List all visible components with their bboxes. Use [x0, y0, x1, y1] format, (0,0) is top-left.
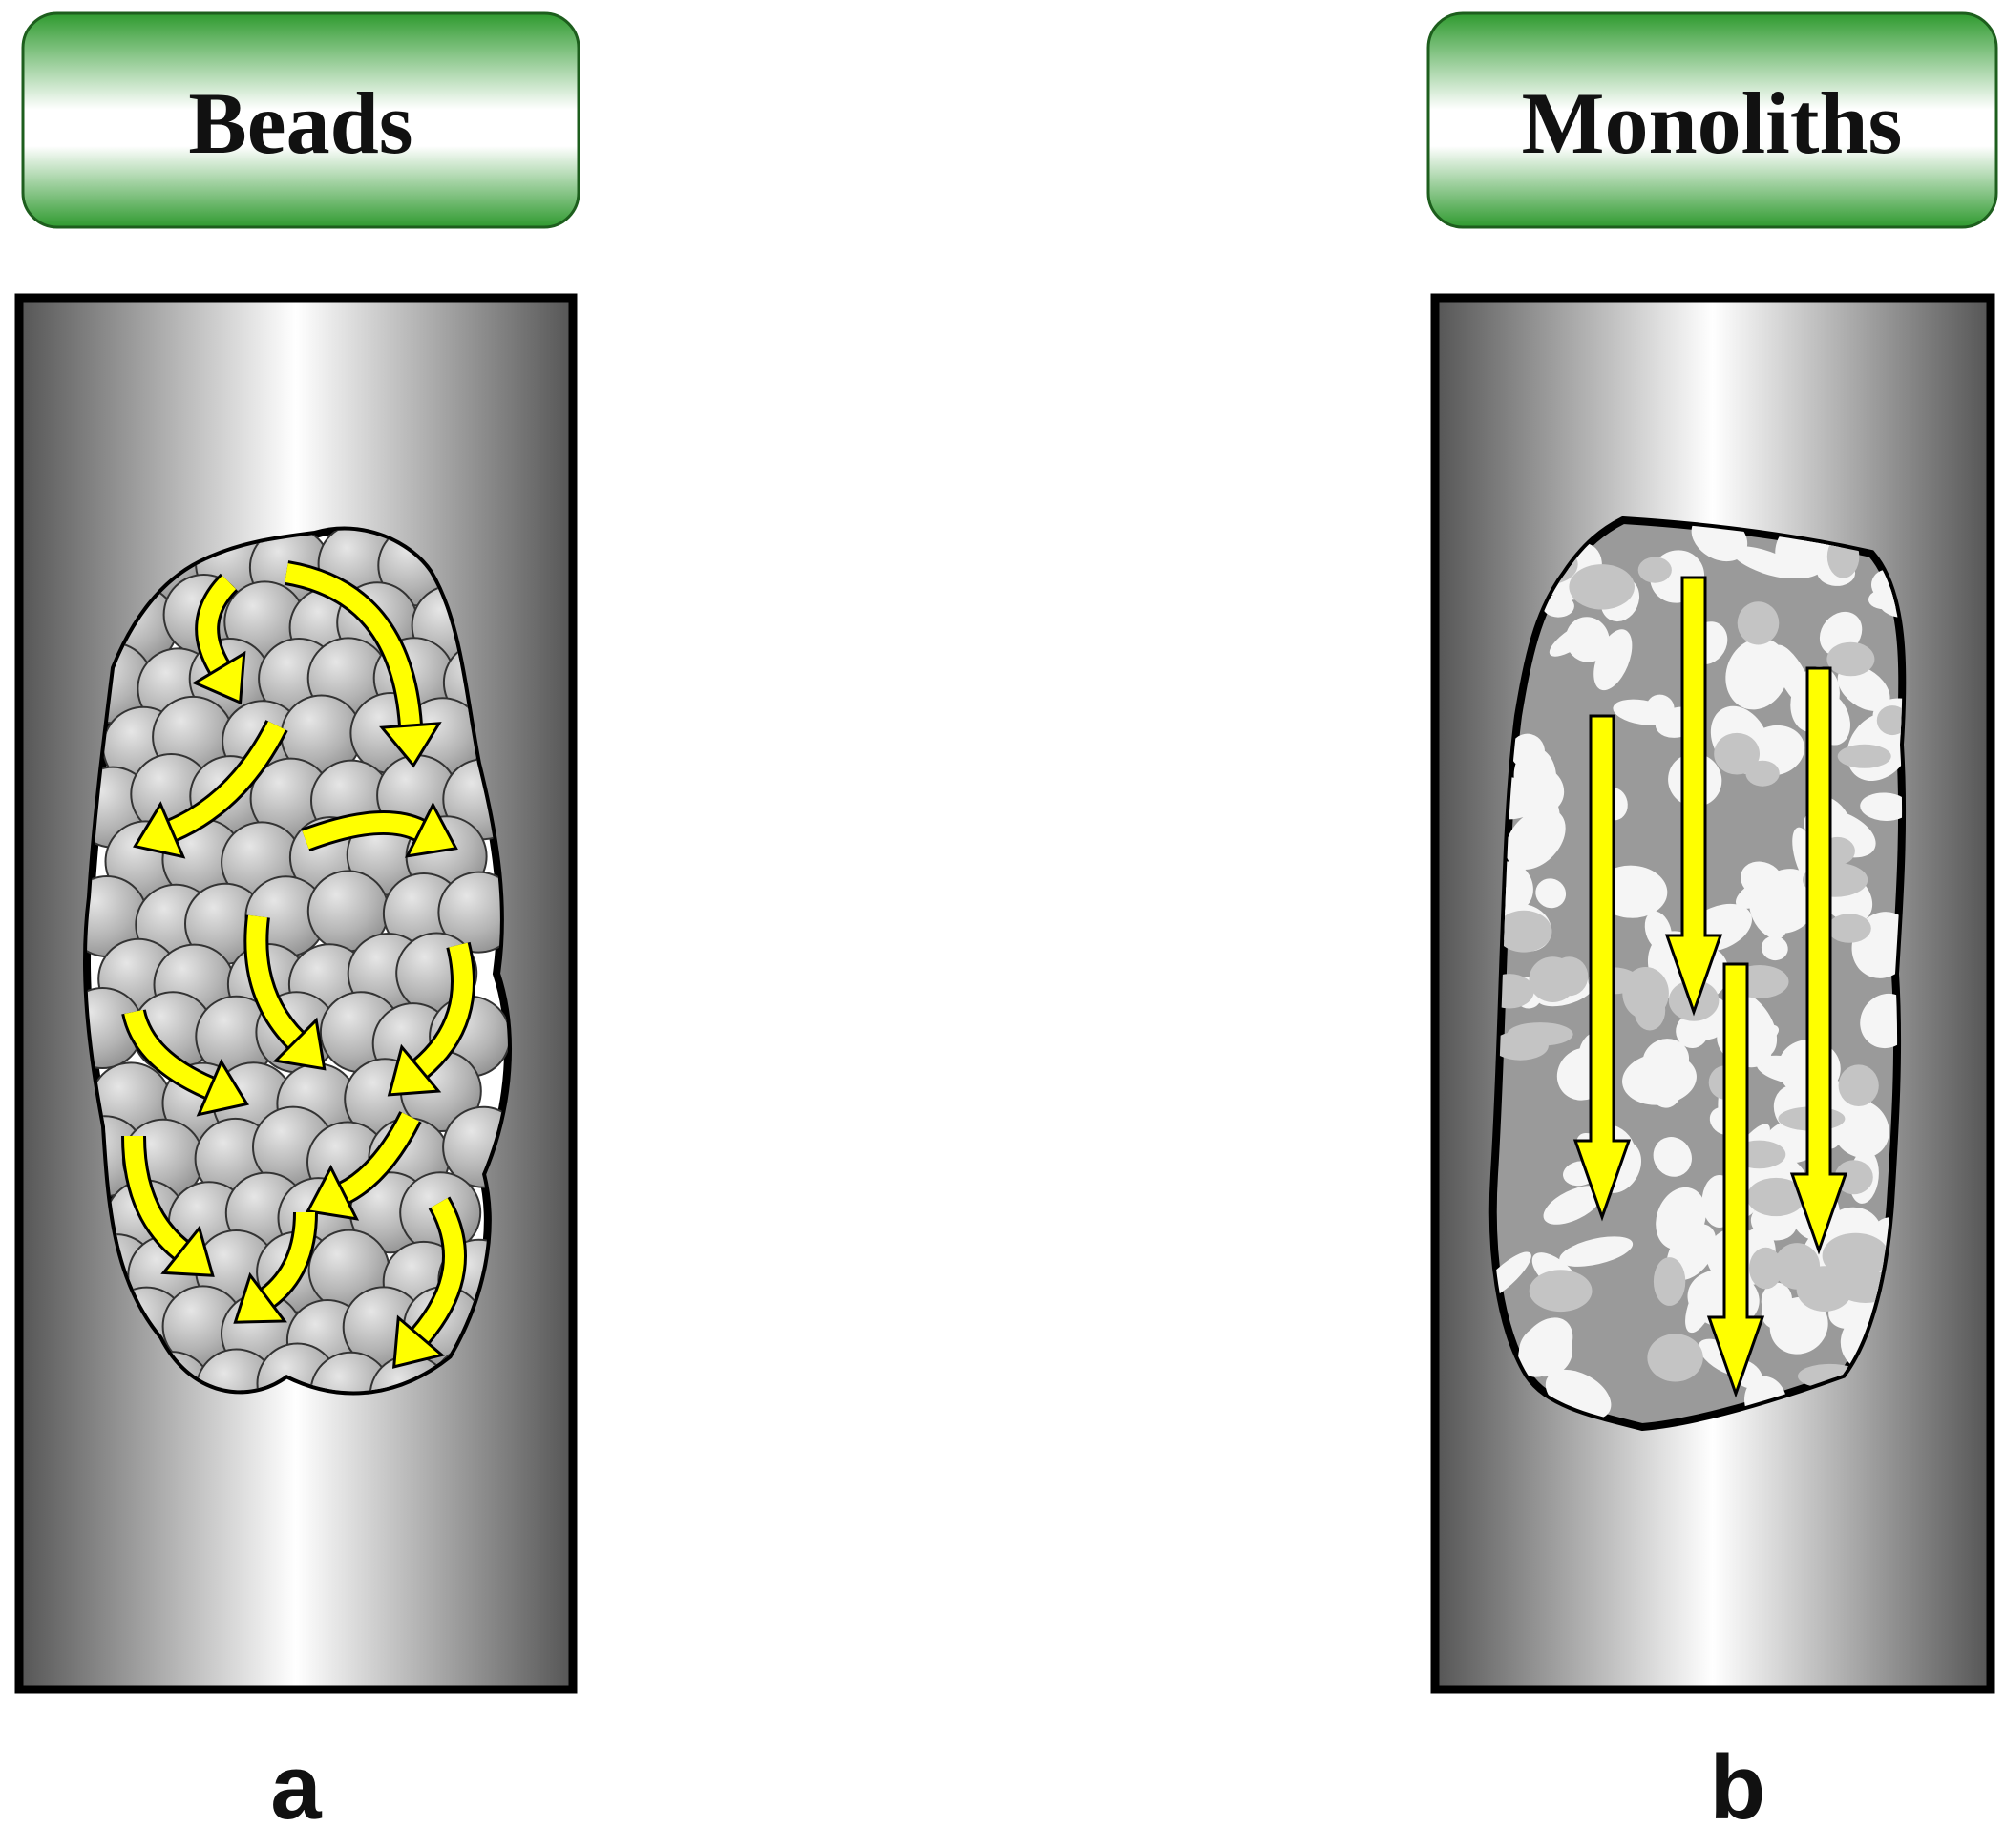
- pore: [1651, 1077, 1681, 1108]
- panel-beads: Beads a: [14, 11, 580, 1838]
- pore: [1735, 876, 1781, 909]
- skeleton-patch: [1822, 1232, 1889, 1279]
- skeleton-patch: [1737, 601, 1780, 645]
- skeleton-patch: [1714, 732, 1760, 775]
- skeleton-patch: [1529, 956, 1577, 1002]
- pore: [1509, 733, 1545, 769]
- curved-flow-arrow: [233, 1211, 318, 1324]
- header-beads: Beads: [21, 11, 580, 229]
- straight-flow-arrow: [1789, 666, 1848, 1255]
- pore: [1753, 883, 1814, 934]
- panel-letter-b: b: [1710, 1736, 1766, 1838]
- pore: [1559, 1236, 1634, 1267]
- pore: [1731, 546, 1802, 579]
- pore: [1642, 1039, 1690, 1082]
- skeleton-patch: [1838, 1064, 1879, 1106]
- pore: [1761, 935, 1788, 961]
- tortuous-flow-arrows: [121, 560, 475, 1369]
- skeleton-patch: [1745, 760, 1780, 787]
- skeleton-patch: [1569, 564, 1635, 610]
- monolith-body: [1488, 515, 1907, 1432]
- straight-flow-arrow: [1664, 576, 1723, 1017]
- pore: [1542, 594, 1574, 618]
- curved-flow-arrow: [301, 801, 458, 858]
- curved-flow-arrow: [391, 1196, 467, 1369]
- title-beads: Beads: [188, 74, 412, 172]
- pore: [1492, 1251, 1531, 1302]
- skeleton-patch: [1746, 1177, 1805, 1217]
- curved-flow-arrow: [192, 573, 246, 705]
- skeleton-patch: [1749, 1247, 1783, 1290]
- pore: [1518, 1325, 1573, 1377]
- panel-monoliths: Monoliths b: [1426, 11, 1998, 1838]
- curved-flow-arrow: [284, 560, 442, 768]
- pore: [1837, 664, 1890, 711]
- skeleton-patch: [1826, 641, 1875, 677]
- header-monoliths: Monoliths: [1426, 11, 1998, 229]
- skeleton-patch: [1876, 705, 1903, 736]
- pore: [1860, 792, 1903, 821]
- pore: [1593, 629, 1633, 691]
- skeleton-patch: [1637, 556, 1672, 583]
- skeleton-patch: [1827, 914, 1871, 943]
- skeleton-patch: [1507, 1022, 1573, 1046]
- skeleton-patch: [1529, 1270, 1593, 1312]
- skeleton-patch: [1796, 1266, 1853, 1312]
- curved-flow-arrow: [121, 1008, 249, 1117]
- panel-letter-a: a: [270, 1736, 322, 1838]
- bead: [437, 871, 508, 954]
- bead: [309, 1351, 392, 1392]
- skeleton-patch: [1834, 1160, 1873, 1195]
- title-monoliths: Monoliths: [1522, 74, 1903, 172]
- straight-flow-arrow: [1572, 714, 1632, 1222]
- pore: [1565, 617, 1610, 662]
- pore: [1646, 694, 1675, 723]
- pore: [1653, 1137, 1692, 1177]
- pore: [1543, 1186, 1603, 1225]
- pore: [1535, 878, 1567, 909]
- straight-flow-arrow: [1706, 962, 1765, 1398]
- skeleton-patch: [1653, 1257, 1686, 1306]
- skeleton-patch: [1495, 910, 1552, 953]
- pore: [1644, 911, 1673, 951]
- pore: [1761, 1282, 1793, 1319]
- skeleton-patch: [1647, 1334, 1703, 1382]
- curved-flow-arrow: [121, 1135, 215, 1277]
- pore: [1756, 1055, 1823, 1085]
- pore: [1518, 782, 1553, 827]
- straight-flow-arrows: [1572, 576, 1848, 1398]
- curved-flow-arrow: [133, 720, 288, 859]
- pore: [1772, 644, 1814, 709]
- skeleton-patch: [1837, 744, 1891, 768]
- curved-flow-arrow: [243, 914, 327, 1071]
- curved-flow-arrow: [387, 941, 475, 1097]
- pore: [1725, 638, 1789, 710]
- pore: [1656, 1186, 1706, 1250]
- curved-flow-arrow: [306, 1111, 422, 1221]
